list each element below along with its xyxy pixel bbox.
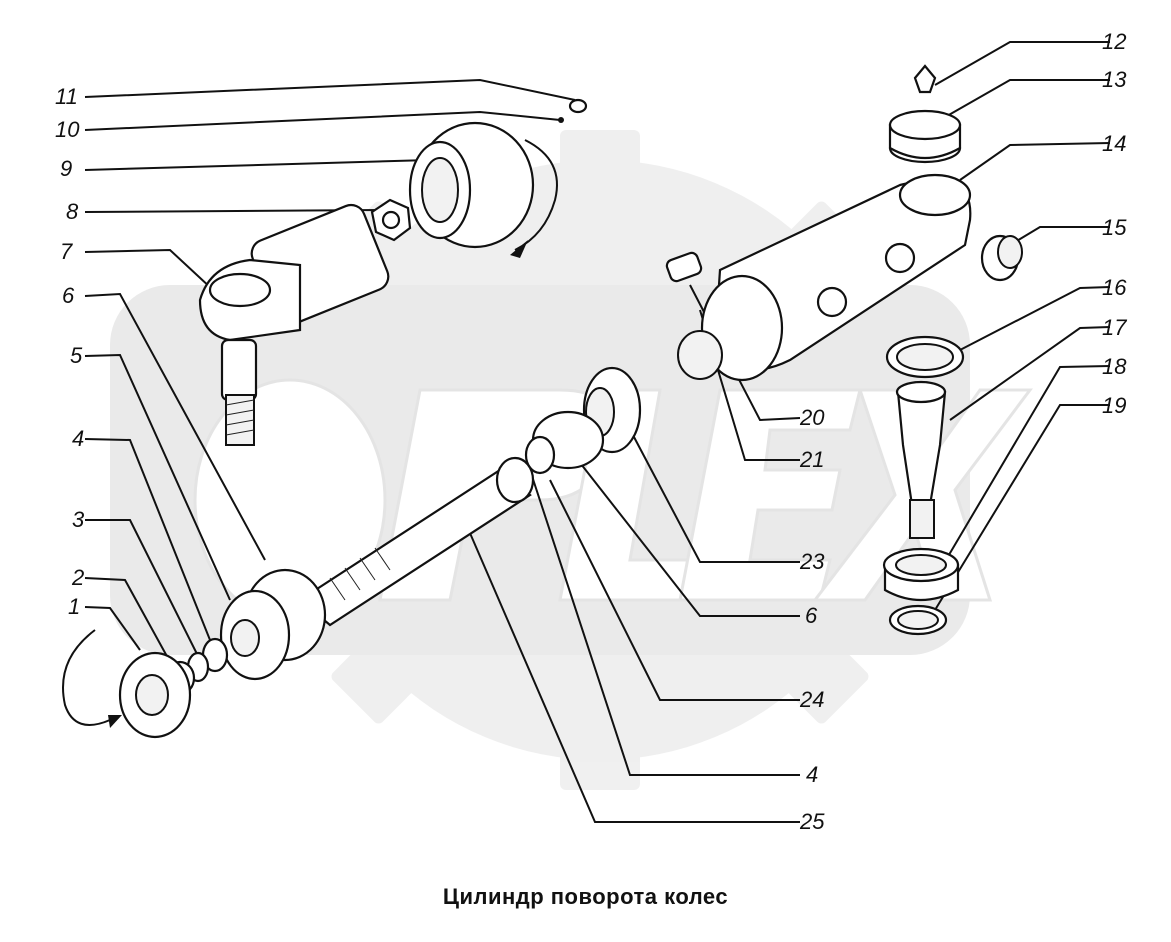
diagram-caption: Цилиндр поворота колес xyxy=(442,884,729,909)
callout-23: 23 xyxy=(799,549,825,574)
part-nut-8 xyxy=(370,198,412,242)
callout-15: 15 xyxy=(1102,215,1127,240)
callout-5: 5 xyxy=(70,343,83,368)
part-piston-head-5 xyxy=(219,568,327,681)
part-clamp-nut-9 xyxy=(408,121,558,258)
part-pin-17 xyxy=(895,380,947,539)
callout-10: 10 xyxy=(55,117,80,142)
callout-17: 17 xyxy=(1102,315,1127,340)
callout-1: 1 xyxy=(68,594,80,619)
part-screw-20-21 xyxy=(665,251,703,283)
callout-7: 7 xyxy=(60,239,73,264)
part-grease-fitting-12 xyxy=(913,64,937,94)
callout-13: 13 xyxy=(1102,67,1127,92)
callout-9: 9 xyxy=(60,156,72,181)
callout-20: 20 xyxy=(799,405,825,430)
callout-21: 21 xyxy=(799,447,824,472)
part-cylinder-body-14 xyxy=(677,173,972,382)
part-ring-19 xyxy=(888,604,948,636)
callout-6-right: 6 xyxy=(805,603,818,628)
part-ring-16 xyxy=(885,335,965,379)
callout-14: 14 xyxy=(1102,131,1126,156)
callout-8: 8 xyxy=(66,199,79,224)
leader-lines xyxy=(84,41,1111,823)
part-washer-1 xyxy=(62,629,192,739)
callout-6-left: 6 xyxy=(62,283,75,308)
callout-4-left: 4 xyxy=(72,426,84,451)
part-tie-rod-end-left xyxy=(198,203,390,446)
part-plug-15 xyxy=(980,234,1023,282)
part-bushing-18 xyxy=(882,547,960,601)
callout-2: 2 xyxy=(71,565,84,590)
callout-25: 25 xyxy=(799,809,825,834)
callout-labels: 11 10 9 8 7 6 5 4 3 2 1 12 13 14 15 16 1… xyxy=(55,29,1127,834)
callout-3: 3 xyxy=(72,507,85,532)
callout-16: 16 xyxy=(1102,275,1127,300)
callout-12: 12 xyxy=(1102,29,1126,54)
part-rings-6-24 xyxy=(524,410,605,475)
callout-18: 18 xyxy=(1102,354,1127,379)
part-cap-13 xyxy=(888,109,962,164)
callout-11: 11 xyxy=(55,84,78,109)
callout-24: 24 xyxy=(799,687,824,712)
part-ring-10-11 xyxy=(558,98,588,123)
callout-19: 19 xyxy=(1102,393,1126,418)
callout-4-right: 4 xyxy=(806,762,818,787)
